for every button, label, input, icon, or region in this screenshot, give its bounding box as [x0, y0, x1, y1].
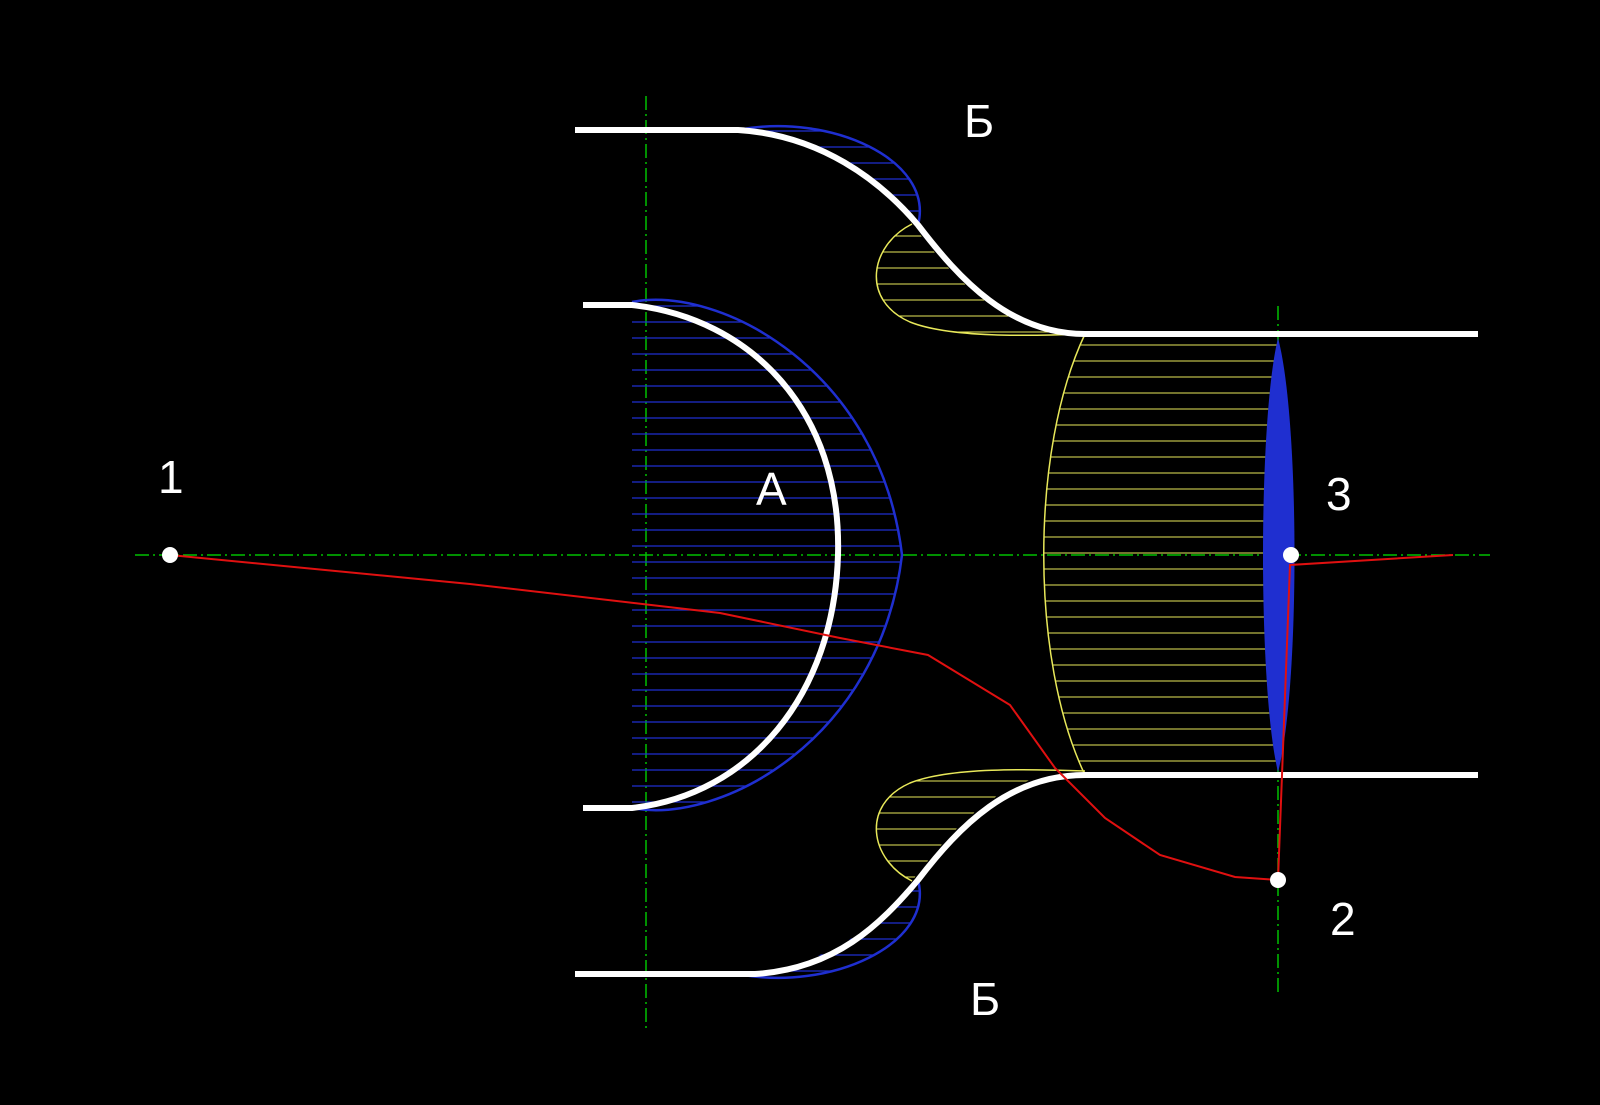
yellow-hatch-region-main	[1043, 333, 1278, 776]
inner-wall-arc-a	[583, 302, 842, 811]
point-3-marker	[1283, 547, 1299, 563]
point-1-marker	[162, 547, 178, 563]
point-3-label: 3	[1326, 468, 1352, 520]
outer-wall-bottom	[575, 772, 1478, 977]
blue-hatch-region-a	[631, 298, 904, 812]
point-2-marker	[1270, 872, 1286, 888]
point-2-label: 2	[1330, 893, 1356, 945]
red-path	[169, 554, 1454, 882]
yellow-hatch-region-bottom	[875, 768, 1086, 882]
region-b-bottom-label: Б	[970, 973, 1000, 1025]
region-a-label: А	[756, 463, 787, 515]
point-1-label: 1	[158, 451, 184, 503]
yellow-hatch-region-top	[875, 223, 1086, 337]
outer-wall-top	[575, 127, 1478, 337]
channel-contour	[575, 127, 1478, 977]
region-b-top-label: Б	[964, 95, 994, 147]
